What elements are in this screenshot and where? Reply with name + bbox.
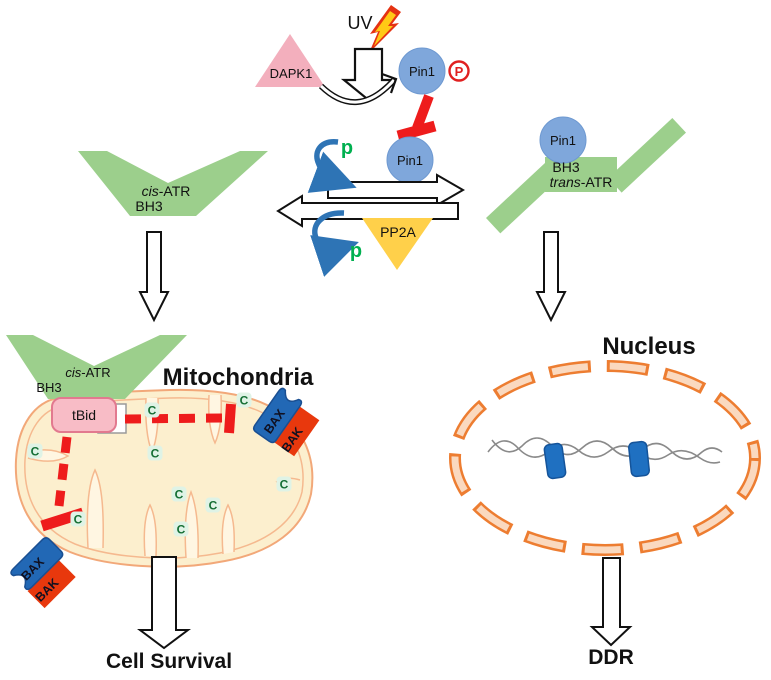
- cis-atr-shape: [78, 151, 268, 216]
- atr-suffix: -ATR: [81, 365, 110, 380]
- arc-arrowhead: [381, 72, 398, 94]
- nuclear-envelope-fill: [451, 362, 759, 554]
- bh3-label-right: BH3: [552, 159, 579, 175]
- cytc-label: C: [151, 447, 160, 461]
- phosphate-bottom-arrow: [310, 210, 359, 277]
- chromatin-strands: [487, 437, 723, 464]
- ddr-label: DDR: [588, 646, 634, 669]
- dapk1-group: DAPK1: [255, 34, 325, 87]
- left-down-arrow: [138, 231, 170, 323]
- cytc-badge: C: [70, 511, 86, 527]
- cis-atr-group: cis-ATR BH3: [78, 151, 268, 323]
- right-down-arrow: [535, 231, 567, 323]
- bak-shape: [274, 406, 320, 457]
- nucleosome: [628, 440, 650, 478]
- bh3-label-left: BH3: [135, 198, 162, 214]
- cytc-badge: C: [173, 521, 189, 537]
- uv-label: UV: [347, 13, 372, 33]
- cytc-badge: C: [276, 476, 292, 492]
- cis-atr-label: cis-ATR: [142, 183, 191, 199]
- cytc-label: C: [240, 394, 249, 408]
- pp2a-triangle: [362, 218, 433, 270]
- tbid-baxbak-inhibition-line: [54, 436, 72, 507]
- forward-reaction-arrow: [327, 173, 466, 207]
- trans-atr-segment-mid: [545, 157, 617, 192]
- phosphate-top-label: p: [341, 137, 353, 159]
- cytc-label: C: [74, 513, 83, 527]
- baxbak-released-pair: BAX BAK: [10, 537, 76, 609]
- phospho-pin1-group: Pin1 P: [398, 47, 470, 95]
- cytc-label: C: [177, 523, 186, 537]
- cytc-label: C: [280, 478, 289, 492]
- pin1-trans-label: Pin1: [550, 133, 576, 148]
- bax-shape: [252, 387, 303, 444]
- cell-survival-arrow: [137, 556, 191, 650]
- atr-suffix: -ATR: [159, 183, 191, 199]
- cytc-badge: C: [147, 445, 163, 461]
- phosphate-top-arrow: [307, 139, 357, 193]
- phosphorylation-arc: [318, 72, 398, 105]
- nucleus-title: Nucleus: [602, 333, 695, 360]
- phospho-pin1-circle: [398, 47, 446, 95]
- cis-atr-shape-mito: [6, 335, 187, 399]
- pin1-inhibition-tbar: [396, 94, 437, 142]
- phosphate-bottom-label: p: [350, 240, 362, 262]
- ddr-arrow: [589, 557, 633, 647]
- cytc-label: C: [175, 488, 184, 502]
- tbid-label: tBid: [72, 407, 96, 423]
- pin1-trans-circle: [539, 116, 587, 164]
- cytc-badge: C: [27, 443, 43, 459]
- trans-atr-group: Pin1 BH3 trans-ATR: [485, 116, 686, 323]
- cytochrome-c-badges: C C C C C C C C: [27, 392, 292, 537]
- cytc-label: C: [148, 404, 157, 418]
- cytc-badge: C: [144, 402, 160, 418]
- phospho-pin1-label: Pin1: [409, 64, 435, 79]
- atr-suffix: -ATR: [581, 174, 613, 190]
- trans-atr-label: trans-ATR: [550, 174, 613, 190]
- cell-survival-label: Cell Survival: [106, 650, 232, 673]
- bh3-label-mito: BH3: [36, 380, 61, 395]
- mitochondria-group: cis-ATR BH3 tBid C C C C: [6, 335, 320, 673]
- mitochondria-title: Mitochondria: [163, 364, 314, 391]
- cytc-label: C: [209, 499, 218, 513]
- bak-shape: [27, 560, 76, 609]
- bax-shape: [10, 537, 64, 591]
- dapk1-label: DAPK1: [270, 66, 313, 81]
- pp2a-label: PP2A: [380, 224, 416, 240]
- isomerization-group: Pin1 p p PP2A: [276, 136, 466, 277]
- mitochondrion-inner-membrane: [24, 397, 304, 559]
- nucleosome: [543, 442, 567, 480]
- cis-atr-label-mito: cis-ATR: [65, 365, 110, 380]
- dapk1-triangle: [255, 34, 325, 87]
- trans-atr-segment-right: [608, 117, 686, 193]
- cis-prefix: cis: [142, 183, 159, 199]
- cytc-label: C: [31, 445, 40, 459]
- tbid-box: [51, 397, 117, 433]
- phospho-circle-icon: [448, 60, 470, 82]
- trans-prefix: trans: [550, 174, 581, 190]
- uv-stimulus-group: UV: [340, 5, 401, 102]
- pin1-label: Pin1: [397, 153, 423, 168]
- cytc-badge: C: [236, 392, 252, 408]
- tbid-bax-inhibition-head: [224, 403, 236, 434]
- lightning-bolt-inner: [374, 11, 396, 46]
- cytc-badge: C: [171, 486, 187, 502]
- phospho-label: P: [455, 64, 464, 79]
- nucleus-group: Nucleus DDR: [449, 333, 761, 669]
- cytc-badge: C: [205, 497, 221, 513]
- cis-prefix: cis: [65, 365, 81, 380]
